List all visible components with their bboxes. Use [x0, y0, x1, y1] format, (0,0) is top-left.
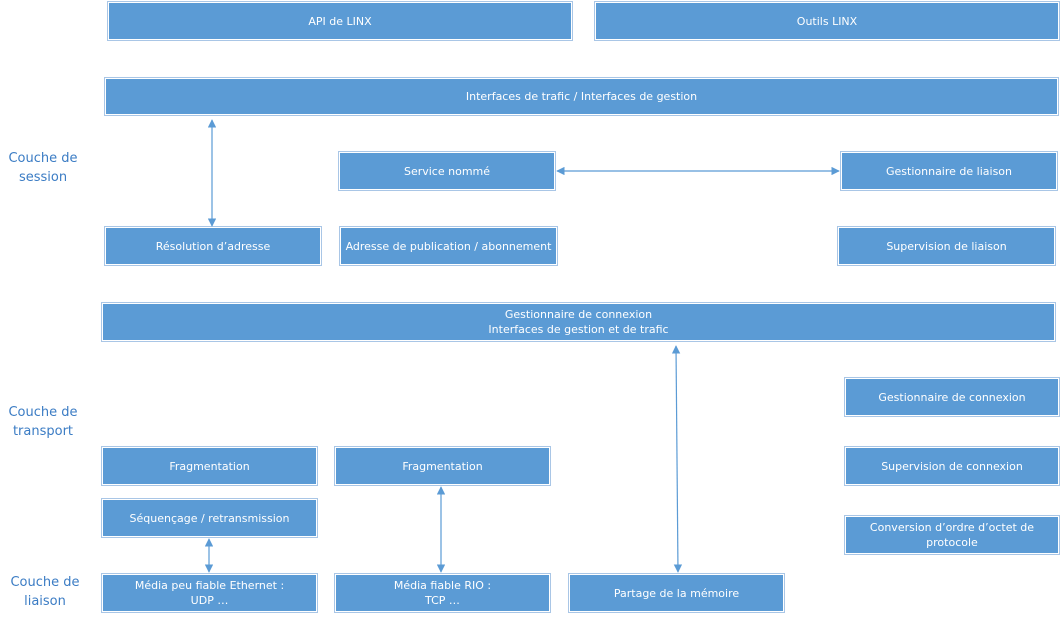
- gestionnaire-liaison-box: Gestionnaire de liaison: [841, 152, 1057, 190]
- api-linx-box: API de LINX: [108, 2, 572, 40]
- outils-linx-label: Outils LINX: [796, 14, 858, 28]
- service-nomme-box: Service nommé: [339, 152, 555, 190]
- outils-linx-box: Outils LINX: [595, 2, 1059, 40]
- media-ethernet-box: Média peu fiable Ethernet : UDP …: [102, 574, 317, 612]
- fragmentation-1-box: Fragmentation: [102, 447, 317, 485]
- supervision-connexion-box: Supervision de connexion: [845, 447, 1059, 485]
- layer-label-link: Couche de liaison: [10, 575, 80, 609]
- sequencage-label: Séquençage / retransmission: [129, 511, 290, 525]
- resolution-adresse-label: Résolution d’adresse: [155, 239, 271, 253]
- media-rio-box: Média fiable RIO : TCP …: [335, 574, 550, 612]
- partage-memoire-box: Partage de la mémoire: [569, 574, 784, 612]
- resolution-adresse-box: Résolution d’adresse: [105, 227, 321, 265]
- gestionnaire-liaison-label: Gestionnaire de liaison: [886, 164, 1012, 178]
- conversion-ordre-label: Conversion d’ordre d’octet de protocole: [869, 521, 1035, 549]
- partage-memoire-label: Partage de la mémoire: [613, 586, 740, 600]
- fragmentation-1-label: Fragmentation: [169, 459, 250, 473]
- supervision-connexion-label: Supervision de connexion: [881, 459, 1023, 473]
- supervision-liaison-label: Supervision de liaison: [886, 239, 1007, 253]
- service-nomme-label: Service nommé: [403, 164, 491, 178]
- gestionnaire-connexion-main-label: Gestionnaire de connexion Interfaces de …: [488, 308, 669, 336]
- conversion-ordre-box: Conversion d’ordre d’octet de protocole: [845, 516, 1059, 554]
- interfaces-trafic-box: Interfaces de trafic / Interfaces de ges…: [105, 78, 1058, 115]
- media-ethernet-label: Média peu fiable Ethernet : UDP …: [134, 579, 285, 607]
- adresse-publication-label: Adresse de publication / abonnement: [345, 239, 552, 253]
- arrow-connexion-partage: [671, 345, 683, 573]
- layer-label-session: Couche de session: [8, 151, 78, 185]
- gestionnaire-connexion-label: Gestionnaire de connexion: [878, 390, 1026, 404]
- sequencage-box: Séquençage / retransmission: [102, 499, 317, 537]
- fragmentation-2-label: Fragmentation: [402, 459, 483, 473]
- supervision-liaison-box: Supervision de liaison: [838, 227, 1055, 265]
- adresse-publication-box: Adresse de publication / abonnement: [340, 227, 557, 265]
- interfaces-trafic-label: Interfaces de trafic / Interfaces de ges…: [465, 90, 698, 103]
- gestionnaire-connexion-main-box: Gestionnaire de connexion Interfaces de …: [102, 303, 1055, 341]
- api-linx-label: API de LINX: [308, 14, 372, 28]
- layer-label-transport: Couche de transport: [8, 405, 78, 439]
- gestionnaire-connexion-box: Gestionnaire de connexion: [845, 378, 1059, 416]
- media-rio-label: Média fiable RIO : TCP …: [393, 579, 492, 607]
- fragmentation-2-box: Fragmentation: [335, 447, 550, 485]
